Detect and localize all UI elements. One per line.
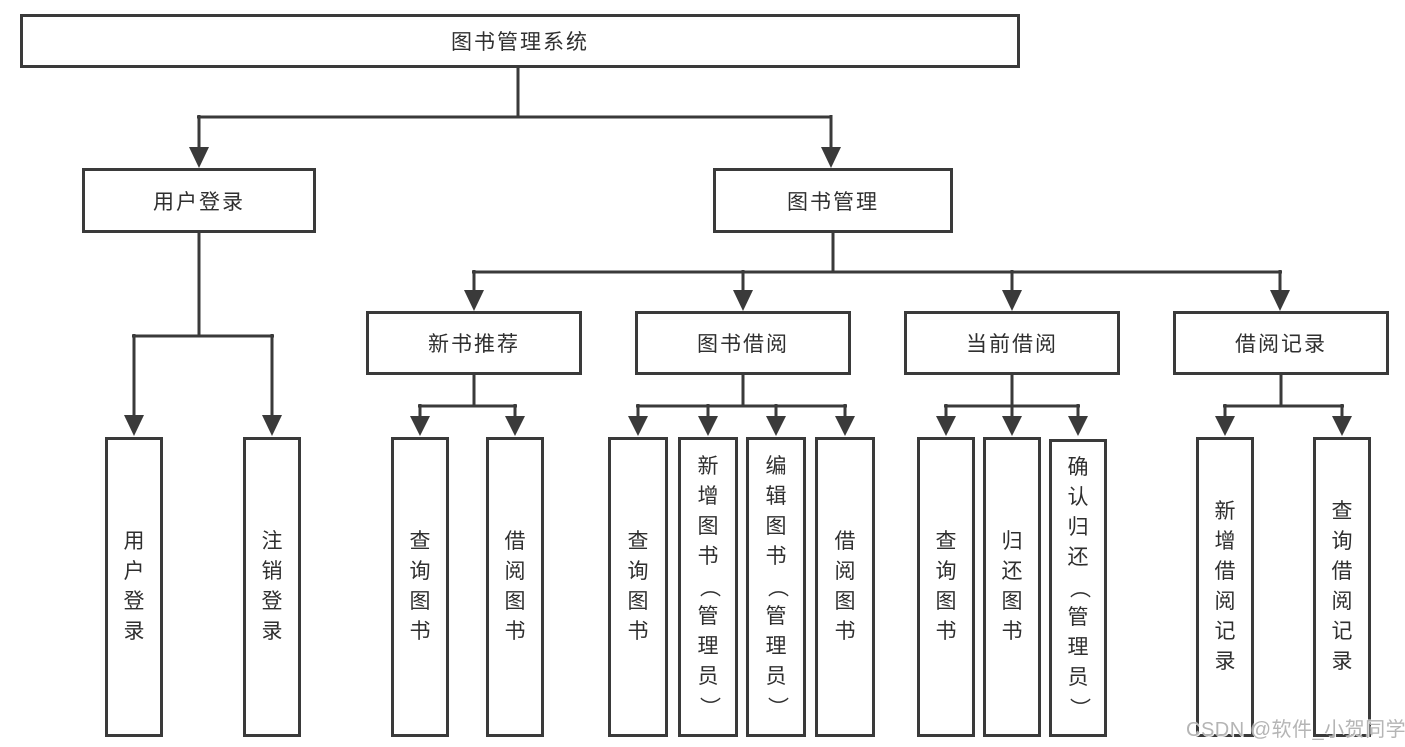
- node-book-management-label: 图书管理: [787, 190, 879, 214]
- leaf-query-books-3: 查询图书: [917, 437, 975, 737]
- leaf-borrow-books-1-label: 借阅图书: [504, 530, 526, 643]
- leaf-borrow-books-1: 借阅图书: [486, 437, 544, 737]
- node-current-borrowing: 当前借阅: [904, 311, 1120, 375]
- leaf-return-books-label: 归还图书: [1001, 530, 1023, 643]
- leaf-borrow-books-2: 借阅图书: [815, 437, 875, 737]
- node-book-management: 图书管理: [713, 168, 953, 233]
- leaf-logout: 注销登录: [243, 437, 301, 737]
- leaf-confirm-return-admin-label: 确认归还（管理员）: [1067, 456, 1090, 719]
- leaf-edit-book-admin-label: 编辑图书（管理员）: [765, 455, 788, 718]
- leaf-query-borrow-record-label: 查询借阅记录: [1331, 500, 1353, 673]
- leaf-edit-book-admin: 编辑图书（管理员）: [746, 437, 806, 737]
- node-user-login-label: 用户登录: [153, 190, 245, 214]
- leaf-user-login: 用户登录: [105, 437, 163, 737]
- leaf-query-books-2-label: 查询图书: [627, 530, 649, 643]
- leaf-query-books-1-label: 查询图书: [409, 530, 431, 643]
- node-borrowing-records-label: 借阅记录: [1235, 333, 1327, 356]
- node-new-book-recommendation-label: 新书推荐: [428, 333, 520, 356]
- leaf-user-login-label: 用户登录: [123, 530, 145, 643]
- node-borrowing-records: 借阅记录: [1173, 311, 1389, 375]
- leaf-add-borrow-record-label: 新增借阅记录: [1214, 500, 1236, 673]
- leaf-query-books-3-label: 查询图书: [935, 530, 957, 643]
- node-book-management-system: 图书管理系统: [20, 14, 1020, 68]
- leaf-query-books-2: 查询图书: [608, 437, 668, 737]
- leaf-query-borrow-record: 查询借阅记录: [1313, 437, 1371, 737]
- node-new-book-recommendation: 新书推荐: [366, 311, 582, 375]
- node-current-borrowing-label: 当前借阅: [966, 333, 1058, 356]
- leaf-add-book-admin-label: 新增图书（管理员）: [697, 455, 720, 718]
- node-book-borrowing-label: 图书借阅: [697, 333, 789, 356]
- leaf-return-books: 归还图书: [983, 437, 1041, 737]
- leaf-query-books-1: 查询图书: [391, 437, 449, 737]
- leaf-borrow-books-2-label: 借阅图书: [834, 530, 856, 643]
- leaf-confirm-return-admin: 确认归还（管理员）: [1049, 439, 1107, 737]
- node-book-management-system-label: 图书管理系统: [451, 31, 589, 54]
- node-book-borrowing: 图书借阅: [635, 311, 851, 375]
- node-user-login: 用户登录: [82, 168, 316, 233]
- watermark-text: CSDN @软件_小贺同学: [1186, 719, 1405, 741]
- leaf-logout-label: 注销登录: [261, 530, 283, 643]
- leaf-add-borrow-record: 新增借阅记录: [1196, 437, 1254, 737]
- leaf-add-book-admin: 新增图书（管理员）: [678, 437, 738, 737]
